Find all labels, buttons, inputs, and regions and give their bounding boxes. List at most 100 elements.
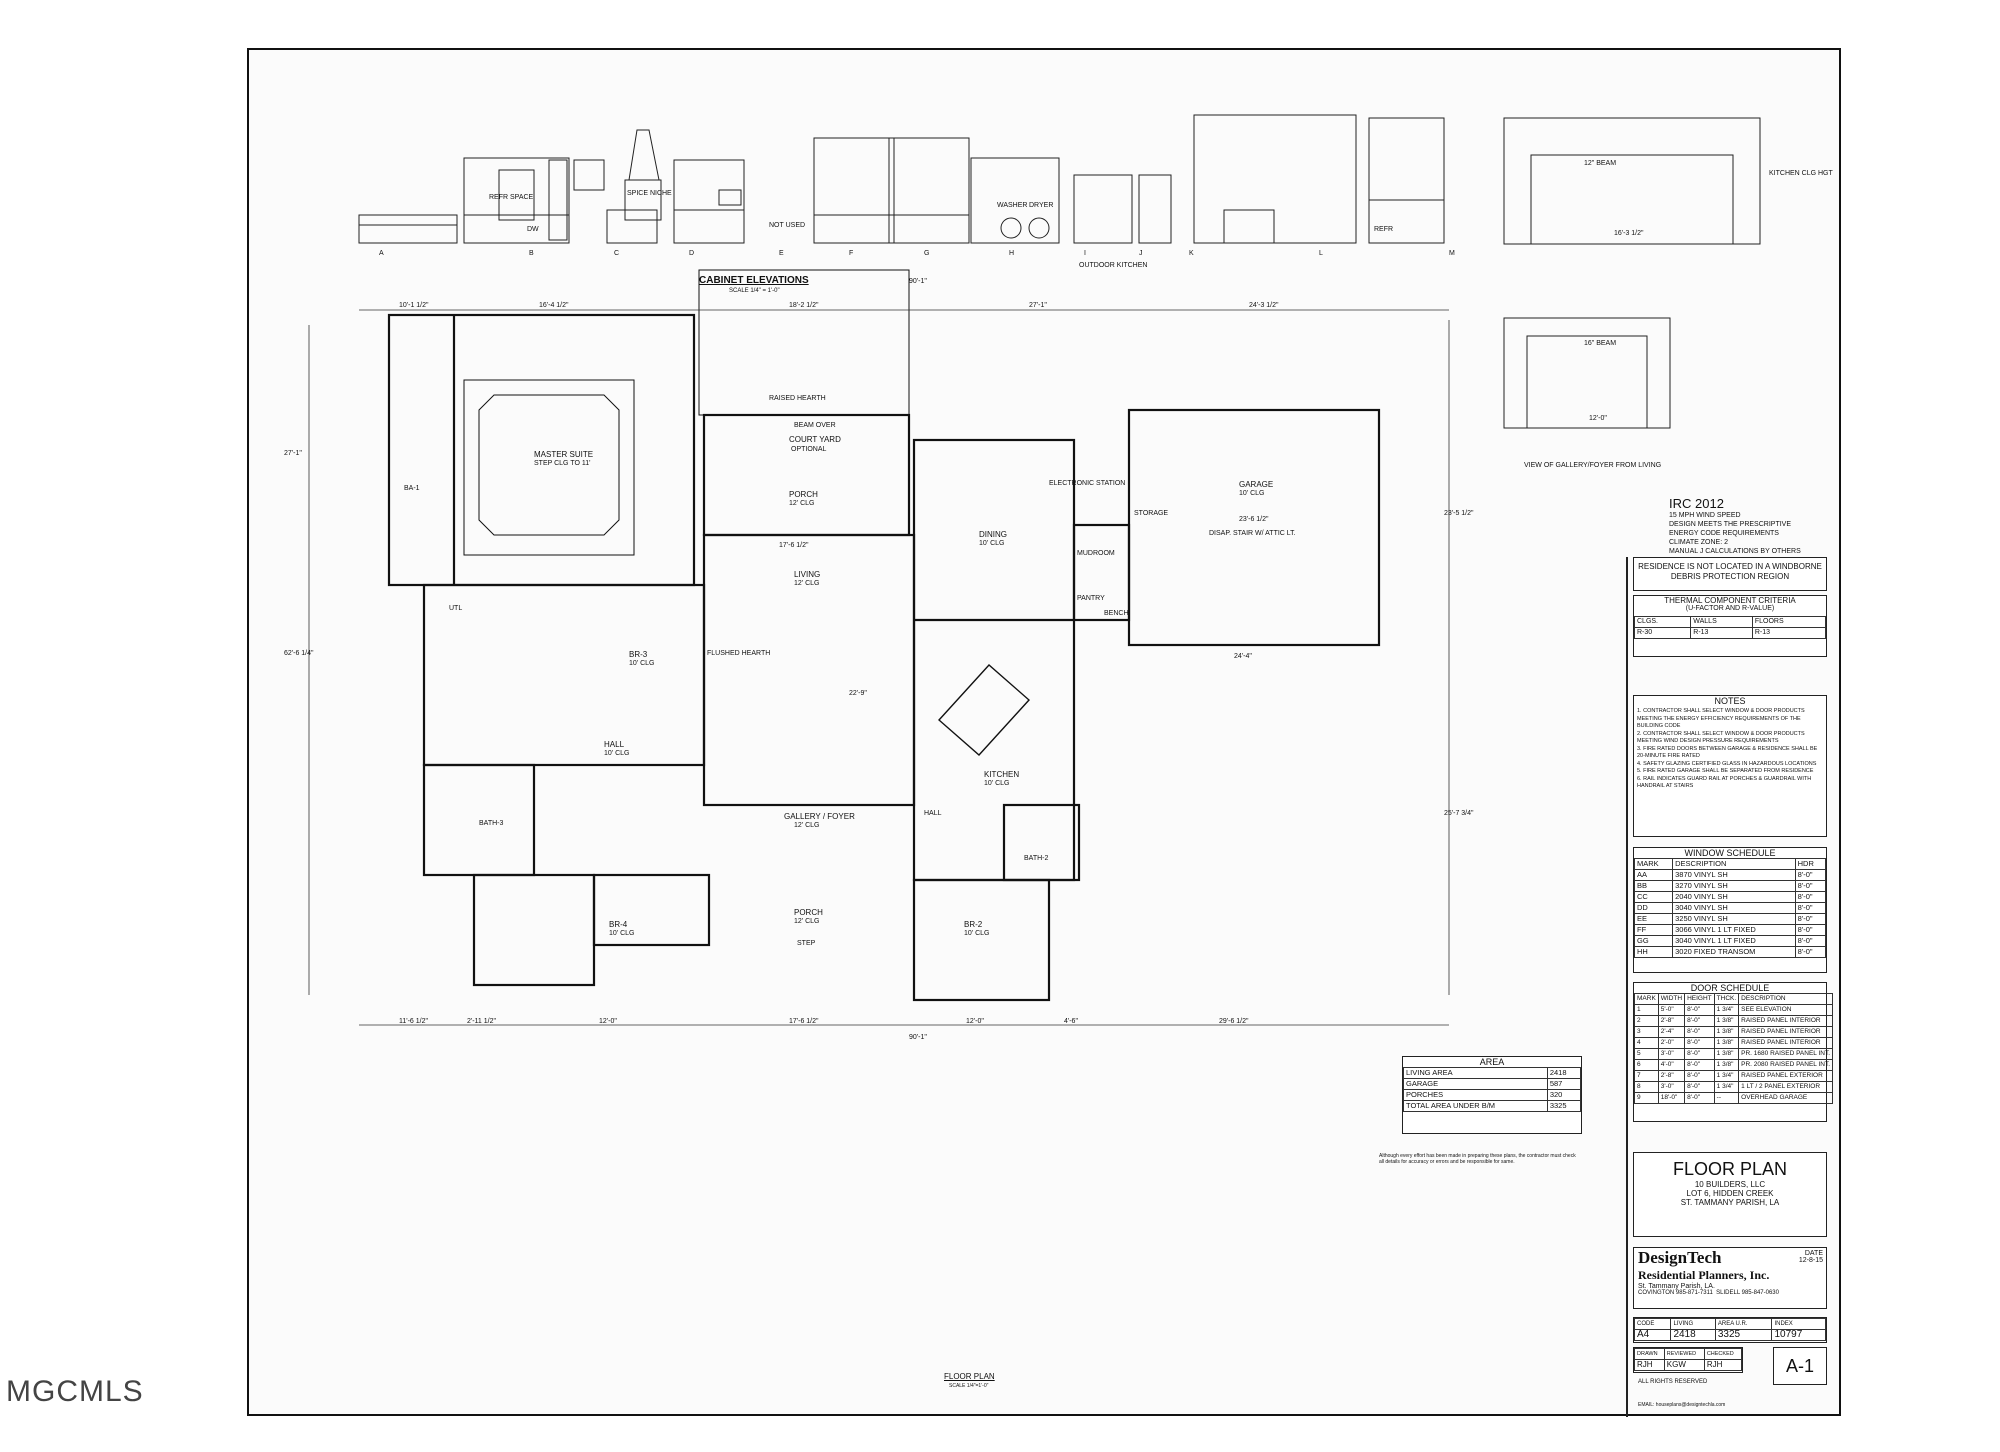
table-cell: 8'-0" xyxy=(1684,1015,1715,1027)
area-label: GARAGE xyxy=(1403,1078,1548,1090)
table-cell: 2'-0" xyxy=(1657,1037,1686,1049)
table-cell: 8'-0" xyxy=(1684,1070,1715,1082)
bottom-width-label: 12'-0" xyxy=(1589,415,1607,422)
table-cell: GG xyxy=(1633,935,1674,947)
table-cell: 5'-0" xyxy=(1657,1004,1686,1016)
step-label: STEP xyxy=(797,940,816,947)
dining-label: DINING xyxy=(979,530,1007,539)
dim-label: 22'-9" xyxy=(849,690,867,697)
elevation-marker: K xyxy=(1189,250,1194,257)
living-clg-label: 12' CLG xyxy=(794,580,820,587)
mudroom-label: MUDROOM xyxy=(1077,550,1115,557)
dim-label: 24'-4" xyxy=(1234,653,1252,660)
table-header: MARK xyxy=(1634,993,1659,1005)
kitchen-clg-label: 10' CLG xyxy=(984,780,1010,787)
code-heading: IRC 2012 xyxy=(1669,496,1724,511)
table-cell: 8'-0" xyxy=(1684,1059,1715,1071)
disclaimer-text: Although every effort has been made in p… xyxy=(1379,1153,1576,1165)
table-cell: -- xyxy=(1713,1092,1740,1104)
table-header: WIDTH xyxy=(1657,993,1686,1005)
table-cell: 8'-0" xyxy=(1684,1004,1715,1016)
table-header: INDEX xyxy=(1771,1318,1826,1330)
raised-hearth-label: RAISED HEARTH xyxy=(769,395,826,402)
dryer-label: DRYER xyxy=(1029,202,1054,209)
br2-clg-label: 10' CLG xyxy=(964,930,990,937)
code-line: 15 MPH WIND SPEED xyxy=(1669,512,1741,519)
dim-label: 25'-7 3/4" xyxy=(1444,810,1474,817)
table-cell: RAISED PANEL INTERIOR xyxy=(1738,1026,1834,1038)
table-cell: 1 LT / 2 PANEL EXTERIOR xyxy=(1738,1081,1834,1093)
refr-label: REFR xyxy=(1374,226,1394,233)
windborne-box: RESIDENCE IS NOT LOCATED IN A WINDBORNE … xyxy=(1633,557,1827,591)
porch-clg-label: 12' CLG xyxy=(789,500,815,507)
thermal-subtitle: (U-FACTOR AND R-VALUE) xyxy=(1685,605,1775,612)
top-width-label: 16'-3 1/2" xyxy=(1614,230,1644,237)
table-cell: 3020 FIXED TRANSOM xyxy=(1672,946,1796,958)
table-cell: 1 3/4" xyxy=(1713,1004,1740,1016)
table-cell: HH xyxy=(1633,946,1674,958)
notes-list: 1. CONTRACTOR SHALL SELECT WINDOW & DOOR… xyxy=(1634,706,1826,793)
table-header: DESCRIPTION xyxy=(1738,993,1834,1005)
thermal-val: R-13 xyxy=(1751,627,1827,639)
table-cell: 8'-0" xyxy=(1794,913,1827,925)
hall2-label: HALL xyxy=(924,810,942,817)
date-value: 12-8-15 xyxy=(1798,1257,1823,1264)
thermal-col: FLOORS xyxy=(1751,616,1827,628)
elevation-marker: H xyxy=(1009,250,1015,257)
dim-label: 2'-11 1/2" xyxy=(467,1018,496,1025)
table-cell: 8'-0" xyxy=(1684,1048,1715,1060)
disap-stair-label: DISAP. STAIR W/ ATTIC LT. xyxy=(1209,530,1296,537)
hall-label: HALL xyxy=(604,740,625,749)
table-cell: 2'-8" xyxy=(1657,1015,1686,1027)
table-cell: 8'-0" xyxy=(1684,1026,1715,1038)
table-cell: 2'-8" xyxy=(1657,1070,1686,1082)
dim-label: 17'-6 1/2" xyxy=(789,1018,819,1025)
table-cell: 10797 xyxy=(1771,1329,1826,1341)
table-header: HDR xyxy=(1794,858,1827,870)
floor-plan-block: FLOOR PLAN 10 BUILDERS, LLC LOT 6, HIDDE… xyxy=(1633,1152,1827,1237)
table-cell: PR. 2080 RAISED PANEL INT. xyxy=(1738,1059,1834,1071)
table-cell: 1 3/4" xyxy=(1713,1070,1740,1082)
garage-clg-label: 10' CLG xyxy=(1239,490,1265,497)
area-label: TOTAL AREA UNDER B/M xyxy=(1403,1100,1548,1112)
pantry-label: PANTRY xyxy=(1077,595,1105,602)
table-cell: 3066 VINYL 1 LT FIXED xyxy=(1672,924,1796,936)
table-cell: 8'-0" xyxy=(1794,880,1827,892)
spice-niche-label: SPICE NICHE xyxy=(627,190,672,197)
cabinet-elevations-scale: SCALE 1/4" = 1'-0" xyxy=(729,288,780,294)
dim-label: 29'-6 1/2" xyxy=(1219,1018,1249,1025)
notes-box: NOTES 1. CONTRACTOR SHALL SELECT WINDOW … xyxy=(1633,695,1827,837)
table-cell: EE xyxy=(1633,913,1674,925)
elevation-marker: B xyxy=(529,250,534,257)
table-cell: 3325 xyxy=(1714,1329,1773,1341)
dining-clg-label: 10' CLG xyxy=(979,540,1005,547)
dim-label: 90'-1" xyxy=(909,278,927,285)
dim-label: 27'-1" xyxy=(1029,302,1047,309)
table-cell: BB xyxy=(1633,880,1674,892)
gallery-clg-label: 12' CLG xyxy=(794,822,820,829)
table-cell: 8 xyxy=(1634,1081,1659,1093)
notes-title: NOTES xyxy=(1714,696,1746,706)
area-title: AREA xyxy=(1479,1057,1505,1067)
bath2-label: BATH-2 xyxy=(1024,855,1049,862)
bench-label: BENCH xyxy=(1104,610,1129,617)
elevation-marker: E xyxy=(779,250,784,257)
floor-plan-walls xyxy=(387,269,1381,1002)
